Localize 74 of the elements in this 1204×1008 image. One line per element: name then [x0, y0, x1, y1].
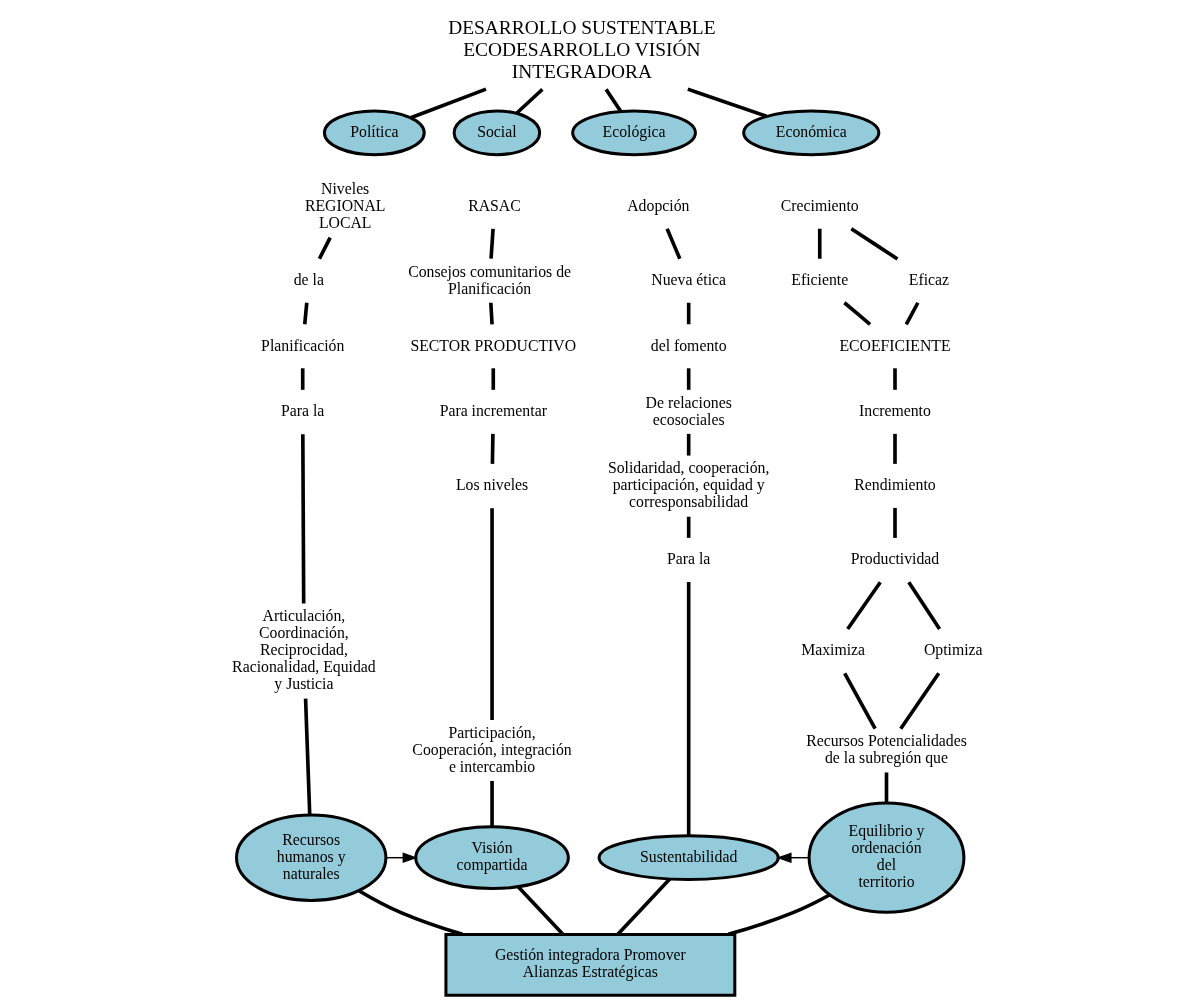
connector: [317, 236, 332, 260]
node-text: Recursos Potencialidades de la subregión que: [805, 731, 967, 766]
node-text: Crecimiento: [780, 196, 859, 214]
node-ellipse: Ecológica: [570, 108, 697, 156]
node-text: Maximiza: [800, 640, 865, 658]
connector: [842, 671, 877, 730]
node-text: Para la: [666, 549, 710, 567]
connector: [516, 885, 564, 936]
node-text: SECTOR PRODUCTIVO: [409, 336, 576, 354]
node-ellipse: Social: [452, 108, 541, 156]
node-text: Para la: [280, 401, 324, 419]
node-text: Eficiente: [790, 270, 848, 288]
connector: [892, 367, 897, 390]
node-text: Articulación, Coordinación, Reciprocidad, Racionalidad, Equidad y Justicia: [231, 606, 376, 692]
connector: [884, 771, 888, 802]
connector: [686, 302, 690, 324]
connector: [892, 507, 897, 538]
node-ellipse: Sustentabilidad: [597, 833, 780, 881]
node-text: Eficaz: [908, 270, 949, 288]
node-text: Planificación: [260, 336, 344, 354]
node-text: Niveles REGIONAL LOCAL: [304, 179, 385, 231]
node-text: de la: [293, 270, 324, 288]
connector: [357, 888, 463, 936]
connector: [686, 367, 690, 390]
node-text: Participación, Cooperación, integración e intercambio: [411, 723, 572, 775]
node-text: Adopción: [626, 196, 689, 214]
node-ellipse: Política: [322, 108, 426, 156]
node-box: Gestión integradora Promover Alianzas Estratégicas: [443, 932, 736, 997]
node-text: RASAC: [467, 196, 521, 214]
node-text: Para incrementar: [439, 401, 547, 419]
connector: [489, 507, 494, 720]
node-text: ECOEFICIENTE: [838, 336, 951, 354]
connector: [892, 433, 897, 464]
node-text: Incremento: [858, 401, 931, 419]
connector: [488, 302, 494, 324]
connector: [490, 367, 495, 390]
connector: [686, 86, 767, 118]
connector: [489, 780, 494, 827]
node-text: del fomento: [650, 336, 727, 354]
connector: [300, 433, 305, 603]
connector: [686, 581, 690, 836]
connector: [842, 300, 871, 326]
node-text: Los niveles: [455, 475, 528, 493]
node-text: Rendimiento: [853, 475, 936, 493]
node-text: Productividad: [850, 549, 939, 567]
connector: [302, 302, 309, 324]
node-ellipse: Recursos humanos y naturales: [234, 812, 387, 902]
connector: [616, 877, 671, 936]
node-text: Solidaridad, cooperación, participación, equidad y corresponsabilidad: [607, 458, 769, 510]
connector: [490, 433, 495, 464]
connector: [515, 87, 544, 114]
node-ellipse: Económica: [741, 108, 880, 156]
node-text: DESARROLLO SUSTENTABLE ECODESARROLLO VISIÓN INTEGRADORA: [447, 16, 716, 82]
connector: [849, 226, 898, 260]
connector: [686, 516, 690, 538]
connector: [686, 433, 690, 456]
node-text: De relaciones ecosociales: [645, 393, 732, 428]
connector: [409, 86, 487, 119]
connector: [898, 671, 940, 730]
node-ellipse: Equilibrio y ordenación del territorio: [807, 801, 965, 914]
connector: [904, 301, 919, 325]
connector: [664, 227, 681, 259]
connector: [303, 698, 312, 815]
connector: [604, 87, 622, 112]
connector: [906, 580, 941, 630]
connector: [727, 892, 830, 936]
connector: [300, 367, 305, 390]
connector: [488, 228, 495, 259]
connector: [817, 228, 822, 259]
node-text: Optimiza: [923, 640, 983, 658]
connector: [845, 580, 882, 630]
node-text: Consejos comunitarios de Planificación: [407, 262, 571, 296]
node-ellipse: Visión compartida: [413, 824, 570, 890]
node-text: Nueva ética: [650, 270, 726, 288]
